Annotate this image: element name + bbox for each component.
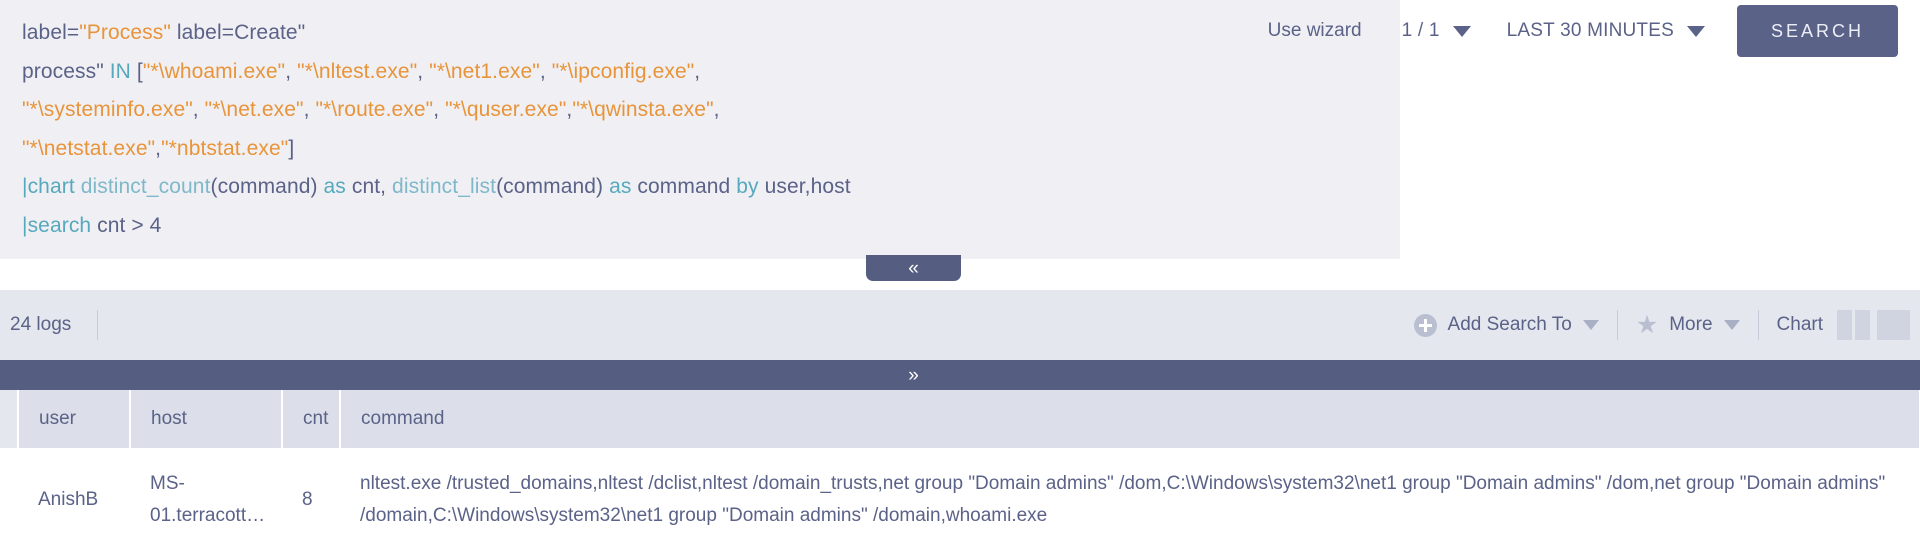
more-label: More — [1669, 314, 1713, 335]
table-row[interactable]: AnishB MS-01.terracott… 8 nltest.exe /trust… — [0, 448, 1920, 539]
chart-label: Chart — [1776, 314, 1823, 335]
query-token: "*\netstat.exe" — [22, 136, 156, 160]
query-token: IN — [109, 59, 131, 83]
column-header-cnt[interactable]: cnt — [282, 390, 341, 448]
query-token: process" — [22, 59, 110, 83]
chevron-down-icon — [1686, 25, 1705, 37]
add-search-to-label: Add Search To — [1447, 314, 1572, 335]
use-wizard-link[interactable]: Use wizard — [1267, 20, 1362, 41]
query-token: , — [285, 59, 298, 83]
query-token: "*\whoami.exe" — [142, 59, 286, 83]
query-line: |chart distinct_count(command) as cnt, d… — [22, 168, 1378, 207]
row-select-header — [0, 390, 19, 448]
logs-count-label: 24 logs — [10, 314, 72, 335]
time-range-label: LAST 30 MINUTES — [1506, 20, 1674, 41]
query-token: cnt, — [345, 175, 393, 198]
search-controls: Use wizard 1 / 1 LAST 30 MINUTES SEARCH — [1268, 0, 1920, 62]
query-token: command — [631, 175, 737, 198]
query-token: , — [566, 98, 573, 121]
chevron-down-icon — [1723, 320, 1740, 330]
divider — [1757, 310, 1759, 340]
query-line: process" IN ["*\whoami.exe", "*\nltest.e… — [22, 53, 1378, 92]
search-button[interactable]: SEARCH — [1736, 5, 1898, 57]
query-token: "*\route.exe" — [315, 98, 434, 121]
query-token: | — [22, 175, 28, 198]
page-indicator-label: 1 / 1 — [1401, 20, 1440, 41]
query-token: , — [303, 98, 316, 121]
query-token: "Process" — [79, 21, 171, 44]
query-token: "*\ipconfig.exe" — [551, 59, 695, 83]
query-token: (command) — [496, 175, 610, 198]
query-token: "*\systeminfo.exe" — [22, 98, 193, 121]
query-token: , — [155, 136, 162, 160]
query-token: cnt > 4 — [91, 213, 162, 237]
query-token: ] — [288, 136, 295, 160]
query-editor[interactable]: label="Process" label=Create"process" IN… — [0, 0, 1400, 259]
query-token: "*\net.exe" — [204, 98, 304, 121]
cell-host: MS-01.terracott… — [150, 473, 266, 526]
column-header-host[interactable]: host — [130, 390, 283, 448]
chevron-up-double-icon: « — [908, 257, 919, 279]
column-header-user[interactable]: user — [18, 390, 131, 448]
column-header-command[interactable]: command — [340, 390, 1920, 448]
query-token: label= — [22, 21, 80, 44]
query-token: | — [22, 213, 28, 237]
plus-circle-icon — [1413, 313, 1437, 337]
results-toolbar: 24 logs Add Search To ★ More Chart — [0, 290, 1920, 360]
query-token: user,host — [758, 175, 851, 198]
query-token: "*\qwinsta.exe" — [572, 98, 714, 121]
query-token: , — [713, 98, 720, 121]
query-line: "*\netstat.exe","*nbtstat.exe"] — [22, 130, 1378, 169]
table-body: AnishB MS-01.terracott… 8 nltest.exe /trust… — [0, 448, 1920, 539]
cell-cnt: 8 — [302, 489, 313, 510]
query-token: "*\net1.exe" — [429, 59, 540, 83]
cell-command: nltest.exe /trusted_domains,nltest /dcli… — [360, 473, 1886, 526]
cell-user: AnishB — [38, 489, 99, 510]
query-token: label=Create" — [170, 21, 306, 44]
full-view-toggle[interactable] — [1877, 310, 1910, 340]
star-icon: ★ — [1635, 310, 1659, 339]
divider — [97, 310, 99, 340]
query-token: "*\nltest.exe" — [297, 59, 418, 83]
query-token: distinct_list — [392, 175, 497, 198]
query-token: , — [539, 59, 552, 83]
more-button[interactable]: ★ More — [1618, 310, 1758, 339]
page-selector[interactable]: 1 / 1 — [1384, 20, 1489, 42]
query-token: "*nbtstat.exe" — [161, 136, 289, 160]
query-token: , — [192, 98, 205, 121]
query-token: , — [694, 59, 701, 83]
split-view-toggle[interactable] — [1837, 310, 1870, 340]
query-token: as — [323, 175, 346, 198]
query-token: search — [27, 213, 92, 237]
query-token: , — [417, 59, 430, 83]
chevron-down-icon — [1452, 25, 1471, 37]
query-line: |search cnt > 4 — [22, 207, 1378, 246]
divider — [1616, 310, 1618, 340]
query-token: "*\quser.exe" — [445, 98, 567, 121]
query-line: label="Process" label=Create" — [22, 14, 1378, 53]
row-gutter — [0, 448, 18, 539]
query-token: as — [609, 175, 632, 198]
time-range-selector[interactable]: LAST 30 MINUTES — [1489, 20, 1723, 42]
chevron-down-double-icon: » — [908, 364, 919, 386]
query-token: by — [736, 175, 759, 198]
query-token: (command) — [210, 175, 324, 198]
query-line: "*\systeminfo.exe", "*\net.exe", "*\rout… — [22, 91, 1378, 130]
add-search-to-button[interactable]: Add Search To — [1396, 313, 1617, 337]
chevron-down-icon — [1582, 320, 1599, 330]
expand-results-handle[interactable]: » — [866, 360, 961, 390]
collapse-query-handle[interactable]: « — [866, 255, 961, 281]
query-text[interactable]: label="Process" label=Create"process" IN… — [22, 14, 1378, 245]
query-token: [ — [130, 59, 143, 83]
query-token: distinct_count — [80, 175, 211, 198]
query-token: chart — [27, 175, 81, 198]
query-token: , — [433, 98, 446, 121]
